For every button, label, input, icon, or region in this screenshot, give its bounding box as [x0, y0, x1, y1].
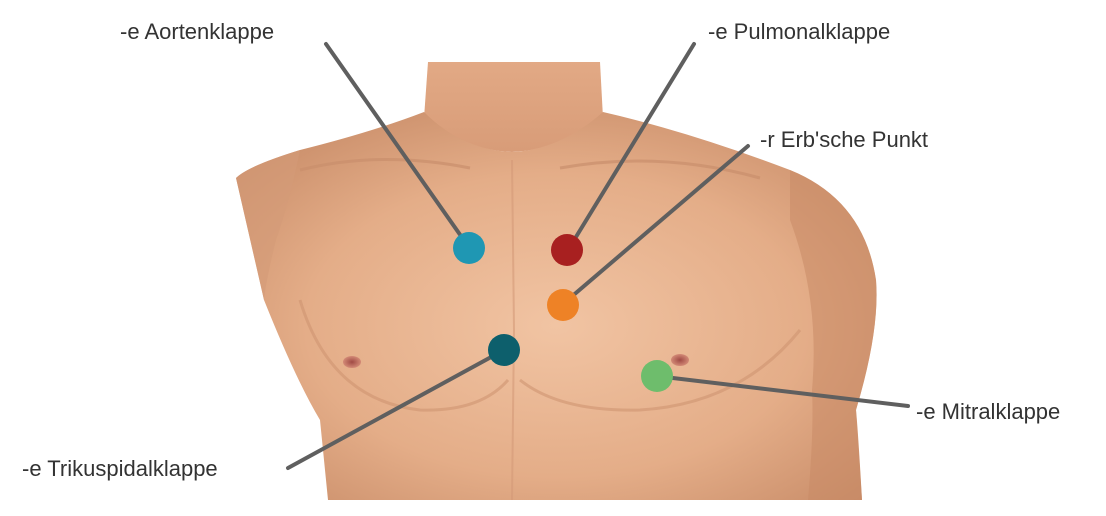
point-mitral: [641, 360, 673, 392]
label-mitral: -e Mitralklappe: [916, 399, 1060, 424]
label-erb: -r Erb'sche Punkt: [760, 127, 928, 152]
nipple-left: [343, 356, 361, 368]
label-aortic: -e Aortenklappe: [120, 19, 274, 44]
point-tricuspid: [488, 334, 520, 366]
nipple-right: [671, 354, 689, 366]
point-aortic: [453, 232, 485, 264]
point-pulmonary: [551, 234, 583, 266]
label-tricuspid: -e Trikuspidalklappe: [22, 456, 218, 481]
point-erb: [547, 289, 579, 321]
label-pulmonary: -e Pulmonalklappe: [708, 19, 890, 44]
